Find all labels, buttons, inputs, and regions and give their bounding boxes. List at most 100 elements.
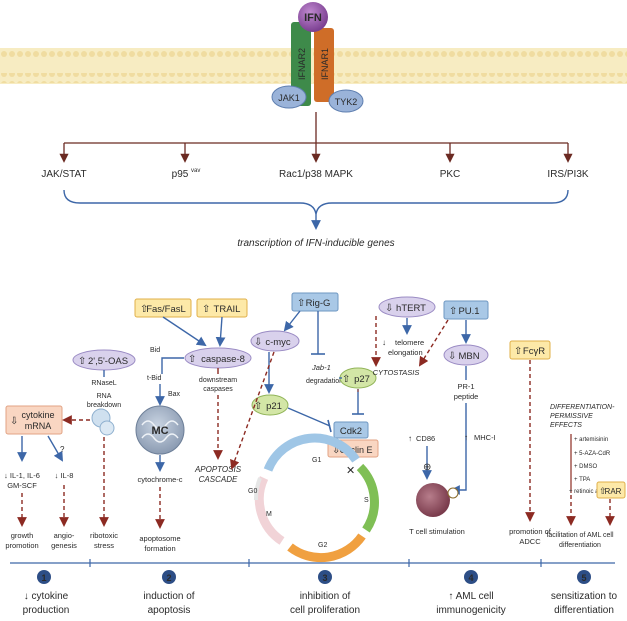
pu1-box: ⇧ PU.1: [443, 300, 489, 320]
svg-text:⇩: ⇩: [254, 337, 262, 348]
svg-text:Cyclin E: Cyclin E: [339, 445, 372, 455]
ribosome-icon: [91, 408, 115, 436]
svg-text:t-Bid: t-Bid: [147, 375, 162, 382]
svg-text:MBN: MBN: [458, 351, 479, 362]
svg-text:⇩: ⇩: [385, 303, 393, 314]
svg-text:growth: growth: [11, 531, 34, 540]
svg-text:inhibition of: inhibition of: [300, 591, 351, 602]
svg-text:S: S: [364, 497, 369, 504]
svg-text:APOPTOSIS: APOPTOSIS: [194, 465, 242, 474]
ifnar2-chain: [291, 22, 311, 106]
svg-text:⇩: ⇩: [10, 416, 18, 427]
svg-text:Bid: Bid: [150, 347, 160, 354]
svg-text:+ DMSO: + DMSO: [574, 464, 598, 470]
svg-text:⇧: ⇧: [140, 304, 148, 315]
svg-text:⇧: ⇧: [254, 401, 262, 412]
outcome-5: 5 sensitization to differentiation: [551, 570, 618, 616]
trail-box: ⇧ TRAIL: [196, 298, 248, 318]
svg-text:⇧: ⇧: [188, 354, 196, 365]
svg-text:p21: p21: [266, 401, 282, 412]
svg-text:MHC-I: MHC-I: [474, 433, 496, 442]
ifnar2-label: IFNAR2: [297, 48, 307, 80]
outcome-2: 2 induction of apoptosis: [143, 570, 195, 616]
rar-box: ⇧ RAR: [596, 481, 626, 499]
svg-text:p27: p27: [354, 374, 370, 385]
tyk2-label: TYK2: [335, 97, 358, 107]
outcome-3: 3 inhibition of cell proliferation: [290, 570, 360, 616]
convergence-brace: [63, 189, 569, 215]
svg-text:cell proliferation: cell proliferation: [290, 605, 360, 616]
cmyc-ellipse: ⇩ c-myc: [250, 330, 300, 352]
svg-text:caspase-8: caspase-8: [201, 354, 245, 365]
cell-membrane: [0, 48, 627, 84]
svg-text:1: 1: [41, 573, 46, 583]
svg-text:facilitation of AML cell: facilitation of AML cell: [546, 532, 613, 539]
svg-text:⇧: ⇧: [449, 306, 457, 317]
svg-text:FcγR: FcγR: [523, 346, 545, 357]
svg-text:⇧: ⇧: [514, 346, 522, 357]
pathway-p95-vav: vav: [191, 168, 200, 174]
svg-text:promotion of: promotion of: [509, 527, 552, 536]
pathway-rac1-p38: Rac1/p38 MAPK: [279, 169, 353, 180]
svg-text:⇧: ⇧: [78, 356, 86, 367]
svg-text:3: 3: [322, 573, 327, 583]
svg-text:differentiation: differentiation: [559, 542, 601, 549]
svg-text:GM-SCF: GM-SCF: [7, 481, 37, 490]
svg-text:Bax: Bax: [168, 391, 181, 398]
svg-text:production: production: [23, 605, 70, 616]
svg-text:+ retinoic acid +: + retinoic acid +: [569, 489, 612, 495]
svg-text:PU.1: PU.1: [458, 306, 479, 317]
svg-text:peptide: peptide: [454, 392, 479, 401]
svg-text:↑: ↑: [464, 433, 468, 442]
pathway-pkc: PKC: [440, 169, 461, 180]
svg-text:+ artemisinin: + artemisinin: [574, 437, 608, 443]
p27-ellipse: ⇧ p27: [339, 367, 377, 389]
svg-text:formation: formation: [144, 544, 175, 553]
svg-text:⇧: ⇧: [599, 486, 607, 496]
jak1-label: JAK1: [278, 93, 300, 103]
svg-text:⇧: ⇧: [297, 298, 305, 309]
t-cell-icon: [416, 483, 459, 517]
svg-text:cytokine: cytokine: [21, 410, 54, 420]
svg-text:G1: G1: [312, 457, 321, 464]
svg-text:?: ?: [60, 445, 65, 454]
outcome-4: 4 ↑ AML cell immunogenicity: [436, 570, 506, 616]
svg-text:↑: ↑: [408, 434, 412, 443]
htert-ellipse: ⇩ hTERT: [378, 296, 436, 318]
cdk2-box: Cdk2: [333, 421, 369, 439]
pathway-branches: [59, 112, 573, 163]
svg-text:c-myc: c-myc: [265, 337, 291, 348]
ifn-receptor: IFN IFNAR2 IFNAR1 JAK1 TYK2: [271, 2, 364, 113]
cell-cycle-ring: G1 S G2 M G0: [248, 433, 379, 563]
svg-text:ADCC: ADCC: [519, 537, 541, 546]
pathway-irs-pi3k: IRS/PI3K: [547, 169, 588, 180]
jak1-kinase: [271, 85, 307, 109]
svg-text:⊕: ⊕: [423, 462, 431, 473]
pathway-labels: JAK/STAT p95 vav Rac1/p38 MAPK PKC IRS/P…: [41, 168, 588, 180]
svg-text:MC: MC: [151, 425, 168, 437]
svg-text:Jab-1: Jab-1: [311, 363, 331, 372]
svg-text:4: 4: [468, 573, 473, 583]
svg-text:elongation: elongation: [388, 348, 423, 357]
svg-text:+ 5-AZA-CdR: + 5-AZA-CdR: [574, 451, 611, 457]
svg-text:PR-1: PR-1: [457, 382, 474, 391]
svg-text:↓: ↓: [382, 338, 386, 347]
mitochondrion: MC: [135, 405, 185, 455]
svg-text:immunogenicity: immunogenicity: [436, 605, 505, 616]
svg-text:induction of: induction of: [143, 591, 194, 602]
svg-text:Fas/FasL: Fas/FasL: [146, 304, 186, 315]
svg-text:PERMISSIVE: PERMISSIVE: [550, 413, 593, 420]
svg-text:mRNA: mRNA: [25, 421, 52, 431]
svg-text:caspases: caspases: [203, 386, 233, 393]
svg-text:G0: G0: [248, 488, 257, 495]
svg-text:Cdk2: Cdk2: [340, 426, 362, 437]
ifnar1-chain: [314, 28, 334, 102]
svg-text:⇩: ⇩: [332, 445, 340, 456]
svg-text:⇩: ⇩: [448, 351, 456, 362]
fcyr-box: ⇧ FcγR: [509, 340, 551, 360]
svg-text:G2: G2: [318, 542, 327, 549]
svg-text:⇧: ⇧: [342, 374, 350, 385]
pathway-p95: p95: [172, 169, 189, 180]
